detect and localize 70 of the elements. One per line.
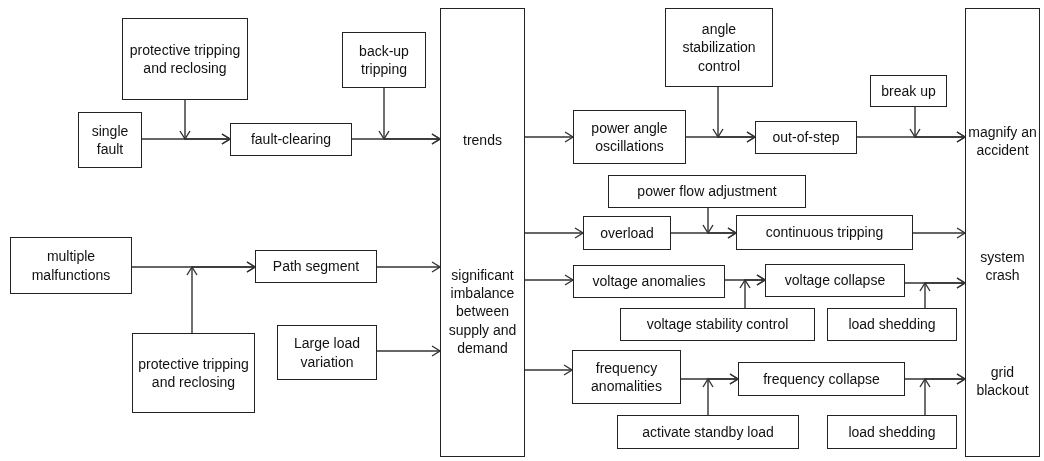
process-box	[277, 325, 377, 380]
stage-label: trends	[462, 130, 503, 150]
box-label: break up	[881, 81, 936, 101]
box-label: fault-clearing	[250, 130, 332, 149]
process-box	[765, 264, 905, 297]
process-box	[755, 121, 857, 154]
arrow	[376, 261, 441, 273]
process-box	[132, 333, 255, 413]
box-label: protective tripping and reclosing	[128, 40, 242, 78]
box-label: voltage anomalies	[592, 272, 706, 291]
arrow	[186, 261, 256, 334]
arrow	[524, 131, 574, 143]
stage-column	[440, 8, 525, 457]
arrow	[712, 86, 756, 143]
box-label: protective tripping and reclosing	[137, 354, 250, 392]
process-box	[573, 110, 686, 164]
process-box	[573, 265, 725, 298]
box-label: frequency anomalities	[590, 358, 663, 396]
process-box	[10, 237, 132, 294]
box-label: frequency collapse	[763, 369, 880, 389]
box-label: back-up tripping	[358, 41, 410, 79]
process-box	[342, 32, 426, 88]
arrow	[739, 274, 766, 309]
box-label: voltage stability control	[646, 315, 789, 334]
process-box	[870, 75, 947, 107]
stage-label: grid blackout	[975, 362, 1030, 400]
arrow	[909, 106, 966, 143]
box-label: overload	[600, 223, 654, 243]
stage-column	[965, 8, 1040, 457]
box-label: activate standby load	[642, 422, 774, 442]
arrow	[376, 345, 441, 357]
arrow	[919, 373, 966, 416]
stage-label: magnify an accident	[967, 122, 1038, 160]
process-box	[608, 175, 806, 208]
box-label: out-of-step	[772, 128, 840, 147]
arrow	[702, 373, 739, 416]
box-label: load shedding	[848, 315, 936, 334]
arrow	[702, 207, 737, 239]
process-box	[827, 308, 957, 341]
process-box	[617, 415, 799, 449]
box-label: load shedding	[848, 422, 936, 442]
arrow	[179, 99, 231, 145]
process-box	[620, 308, 815, 341]
process-box	[122, 18, 248, 100]
process-box	[736, 215, 913, 250]
process-box	[230, 123, 352, 156]
arrow	[378, 87, 441, 145]
process-box	[78, 112, 142, 168]
box-label: Path segment	[272, 257, 360, 276]
process-box	[738, 362, 905, 396]
arrow	[524, 364, 573, 376]
box-label: power angle oscillations	[590, 118, 669, 156]
box-label: continuous tripping	[765, 223, 884, 242]
box-label: Large load variation	[292, 334, 362, 371]
box-label: angle stabilization control	[681, 20, 757, 75]
arrow	[912, 227, 966, 239]
process-box	[572, 350, 681, 404]
box-label: power flow adjustment	[637, 182, 777, 201]
process-box	[827, 415, 957, 449]
process-box	[255, 250, 377, 283]
stage-label: system crash	[979, 247, 1026, 285]
process-box	[665, 8, 773, 87]
box-label: multiple malfunctions	[30, 247, 112, 284]
arrow	[919, 277, 966, 309]
stage-label: significant imbalance between supply and demand	[447, 265, 518, 357]
arrow	[524, 227, 584, 239]
process-box	[583, 216, 671, 250]
arrow	[524, 274, 574, 286]
box-label: voltage collapse	[784, 271, 886, 290]
box-label: single fault	[90, 121, 130, 159]
